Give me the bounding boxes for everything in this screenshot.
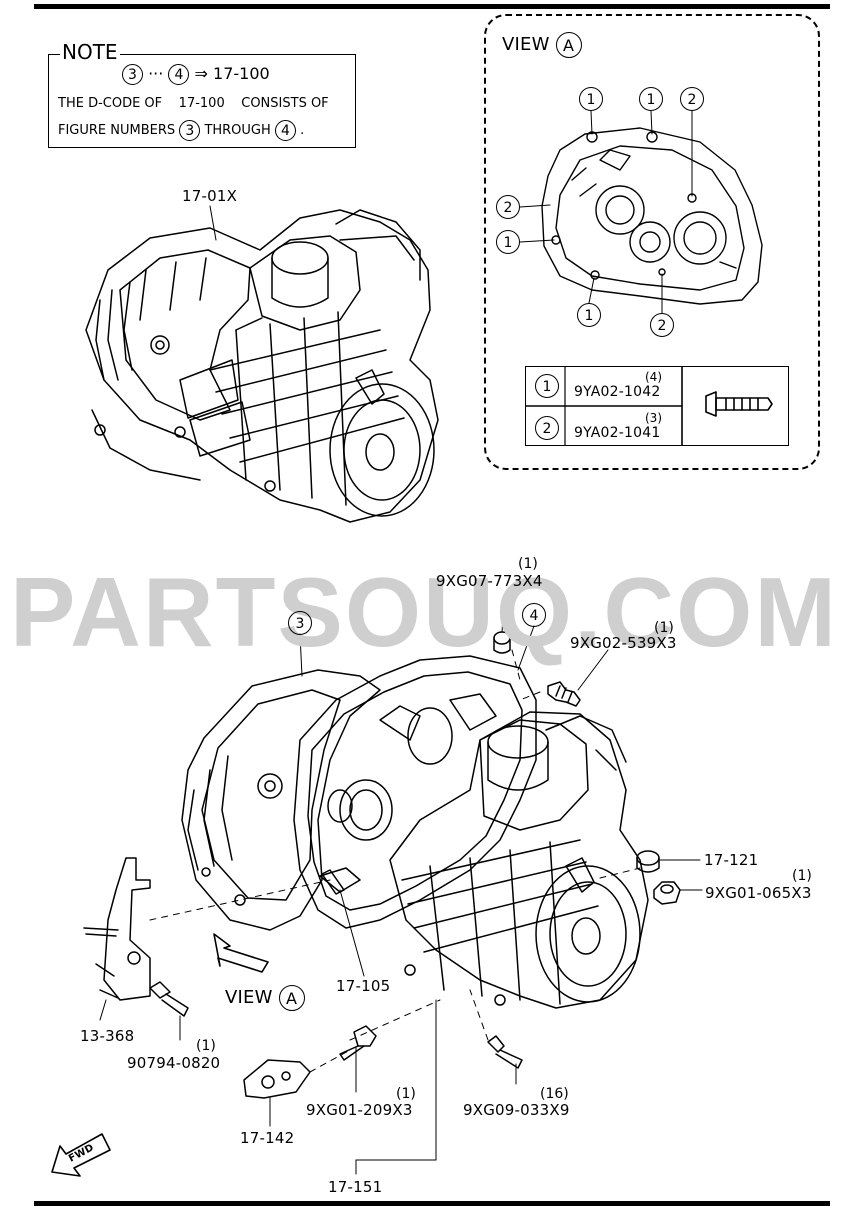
bolt-table-ref-1: 1 — [535, 374, 559, 398]
label-9xg07-773x4: 9XG07-773X4 — [436, 572, 543, 590]
gasket-plate-icon — [293, 655, 537, 929]
qty-539: (1) — [654, 620, 674, 636]
label-13-368: 13-368 — [80, 1027, 135, 1045]
plug-121-icon — [636, 850, 660, 873]
bolt-table-part-1: 9YA02-1042 — [574, 384, 661, 400]
note-arrow: ⇒ — [194, 64, 208, 83]
label-9xg02-539x3: 9XG02-539X3 — [570, 634, 677, 652]
bolt-table-qty-2: (3) — [645, 411, 662, 425]
note-line-2: THE D-CODE OF 17-100 CONSISTS OF — [58, 96, 329, 111]
label-17-121: 17-121 — [704, 851, 759, 869]
note-range-from: 3 — [122, 64, 143, 85]
note-line-3: FIGURE NUMBERS 3 THROUGH 4 . — [58, 120, 304, 141]
view-a-housing-icon — [541, 127, 763, 305]
fwd-arrow-icon — [51, 1133, 111, 1177]
bolt-table-ref-2: 2 — [535, 416, 559, 440]
qty-0820: (1) — [196, 1038, 216, 1054]
cap-065-icon — [653, 881, 681, 905]
note-range-code: 17-100 — [213, 64, 270, 83]
view-a-arrow-icon — [213, 933, 269, 973]
pin-105-icon — [321, 869, 345, 895]
watermark: PARTSOUQ.COM — [10, 557, 838, 667]
label-9xg01-209x3: 9XG01-209X3 — [306, 1101, 413, 1119]
leader-17-01x — [209, 205, 217, 241]
note-range-line: 3 ··· 4 ⇒ 17-100 — [122, 64, 270, 85]
qty-033: (16) — [540, 1086, 569, 1102]
label-9xg01-065x3: 9XG01-065X3 — [705, 884, 812, 902]
note-box — [48, 54, 356, 148]
figure-3-callout: 3 — [288, 611, 312, 635]
label-17-151: 17-151 — [328, 1178, 383, 1196]
bolt-icon — [705, 391, 773, 417]
qty-209: (1) — [396, 1086, 416, 1102]
note-title: NOTE — [60, 40, 120, 64]
label-90794-0820: 90794-0820 — [127, 1054, 221, 1072]
bolt-table-part-2: 9YA02-1041 — [574, 425, 661, 441]
view-a-box — [484, 14, 820, 470]
bolt-539-icon — [547, 681, 581, 707]
note-range-to: 4 — [168, 64, 190, 85]
view-a-reference: VIEW A — [225, 985, 305, 1011]
bolt-table-qty-1: (4) — [645, 370, 662, 384]
bolt-209-icon — [339, 1025, 377, 1061]
label-17-105: 17-105 — [336, 977, 391, 995]
qty-065: (1) — [792, 868, 812, 884]
lower-leader-lines — [99, 601, 703, 1175]
view-a-title: VIEW A — [502, 32, 582, 58]
bolt-0820-icon — [149, 981, 189, 1017]
diagram-frame — [34, 4, 830, 1206]
upper-transmission-icon — [85, 209, 439, 523]
view-a-leader-lines — [519, 110, 693, 314]
view-a-callout-1d: 1 — [577, 303, 601, 327]
bracket-368-icon — [83, 857, 151, 1001]
lower-case-right-icon — [389, 711, 649, 1009]
label-17-01x: 17-01X — [182, 187, 238, 205]
qty-773: (1) — [518, 556, 538, 572]
label-9xg09-033x9: 9XG09-033X9 — [463, 1101, 570, 1119]
bolt-033-icon — [487, 1035, 523, 1069]
dashed-assembly-lines — [149, 649, 641, 1073]
bracket-142-icon — [243, 1059, 311, 1099]
label-17-142: 17-142 — [240, 1129, 295, 1147]
figure-4-callout: 4 — [522, 603, 546, 627]
